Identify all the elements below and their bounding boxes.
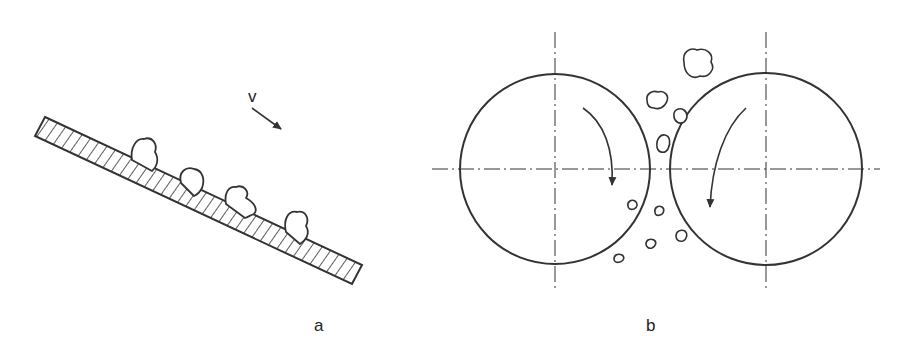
- particles: [132, 138, 308, 244]
- velocity-label: v: [248, 88, 257, 105]
- rotation-arrows: [583, 108, 746, 207]
- crushed-particles: [614, 49, 713, 262]
- center-lines: [432, 32, 880, 292]
- figure-label: b: [646, 317, 655, 334]
- inclined-plate: [35, 117, 362, 284]
- rolls: [460, 73, 862, 265]
- velocity-arrow: [252, 108, 281, 129]
- figure-label: a: [314, 317, 323, 334]
